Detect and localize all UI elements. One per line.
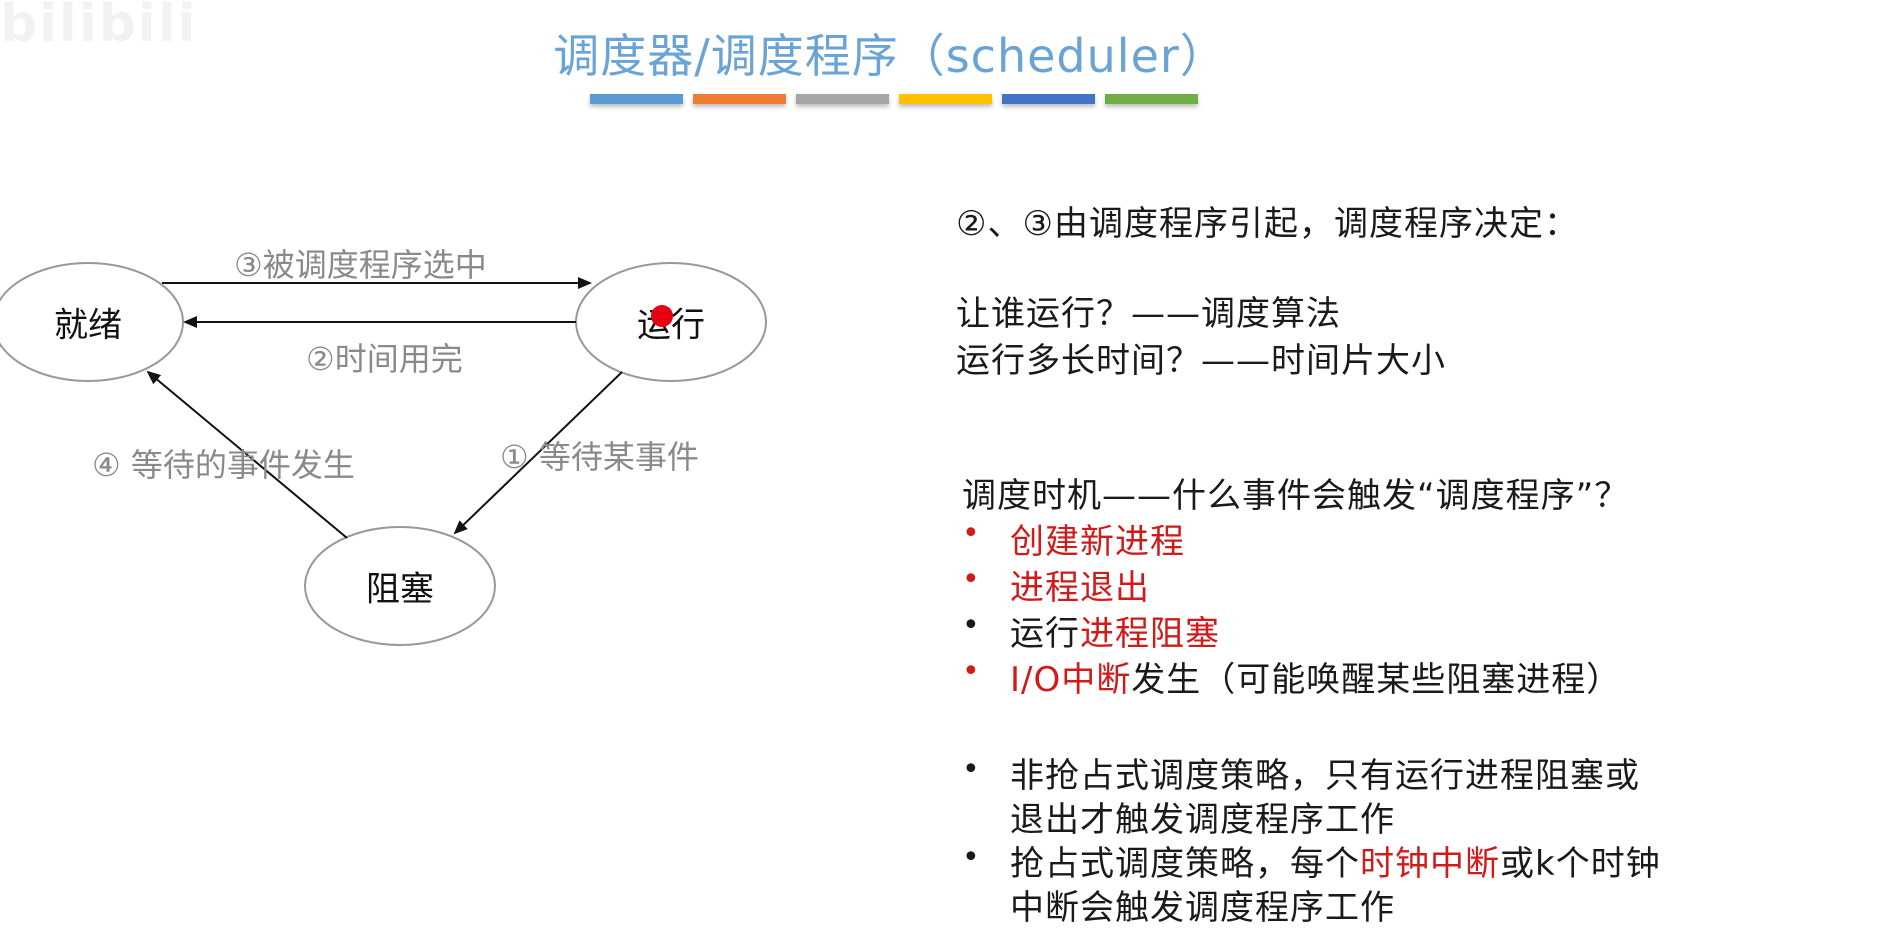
policy-preemptive-suffix: 或k个时钟 xyxy=(1500,844,1661,884)
trigger-io-interrupt-suffix: 发生（可能唤醒某些阻塞进程） xyxy=(1131,660,1622,700)
bullet-marker: • xyxy=(962,752,980,787)
bullet-marker: • xyxy=(962,562,980,597)
node-blocked-ellipse xyxy=(304,526,496,646)
page-title: 调度器/调度程序（scheduler） xyxy=(553,29,1227,83)
policy-preemptive-line1: 抢占式调度策略，每个时钟中断或k个时钟 xyxy=(1010,836,1661,885)
title-underline-bar xyxy=(590,94,683,104)
trigger-running-blocked-highlight: 进程阻塞 xyxy=(1080,614,1220,654)
laser-pointer-dot xyxy=(651,305,673,327)
title-underline-bar xyxy=(796,94,889,104)
policy-preemptive-highlight: 时钟中断 xyxy=(1360,844,1500,884)
title-underline-bar xyxy=(693,94,786,104)
question-who-runs: 让谁运行？——调度算法 xyxy=(956,294,1341,334)
trigger-io-interrupt-highlight: I/O中断 xyxy=(1010,660,1132,700)
bullet-marker: • xyxy=(962,654,980,689)
node-blocked-label: 阻塞 xyxy=(366,569,434,610)
edge-selected-label: ③被调度程序选中 xyxy=(234,246,487,284)
edge-timeout-label: ②时间用完 xyxy=(306,340,463,378)
trigger-running-prefix: 运行 xyxy=(1010,614,1080,654)
bilibili-watermark: bilibili xyxy=(0,0,198,54)
edge-wait-arrow xyxy=(453,371,623,535)
policy-nonpreemptive-line1: 非抢占式调度策略，只有运行进程阻塞或 xyxy=(1010,756,1640,796)
trigger-process-exit: 进程退出 xyxy=(1010,568,1150,608)
bullet-marker: • xyxy=(962,516,980,551)
bullet-marker: • xyxy=(962,608,980,643)
edge-event-occurs-arrow xyxy=(146,370,348,539)
trigger-running-blocked: 运行进程阻塞 xyxy=(1010,606,1220,655)
question-how-long: 运行多长时间？——时间片大小 xyxy=(956,341,1446,381)
edge-event-occurs-label: ④ 等待的事件发生 xyxy=(92,446,355,484)
node-ready-label: 就绪 xyxy=(54,305,122,346)
trigger-io-interrupt: I/O中断发生（可能唤醒某些阻塞进程） xyxy=(1010,652,1621,701)
edge-wait-label: ① 等待某事件 xyxy=(500,438,699,476)
scheduler-cause-heading: ②、③由调度程序引起，调度程序决定： xyxy=(956,204,1579,244)
title-underline-bar xyxy=(1105,94,1198,104)
policy-preemptive-line2: 中断会触发调度程序工作 xyxy=(1010,888,1395,928)
policy-preemptive-prefix: 抢占式调度策略，每个 xyxy=(1010,844,1360,884)
bullet-marker: • xyxy=(962,840,980,875)
trigger-create-process: 创建新进程 xyxy=(1010,522,1185,562)
title-underline-bar xyxy=(899,94,992,104)
title-underline-bar xyxy=(1002,94,1095,104)
scheduling-timing-heading: 调度时机——什么事件会触发“调度程序”？ xyxy=(962,476,1630,516)
policy-nonpreemptive-line2: 退出才触发调度程序工作 xyxy=(1010,800,1395,840)
